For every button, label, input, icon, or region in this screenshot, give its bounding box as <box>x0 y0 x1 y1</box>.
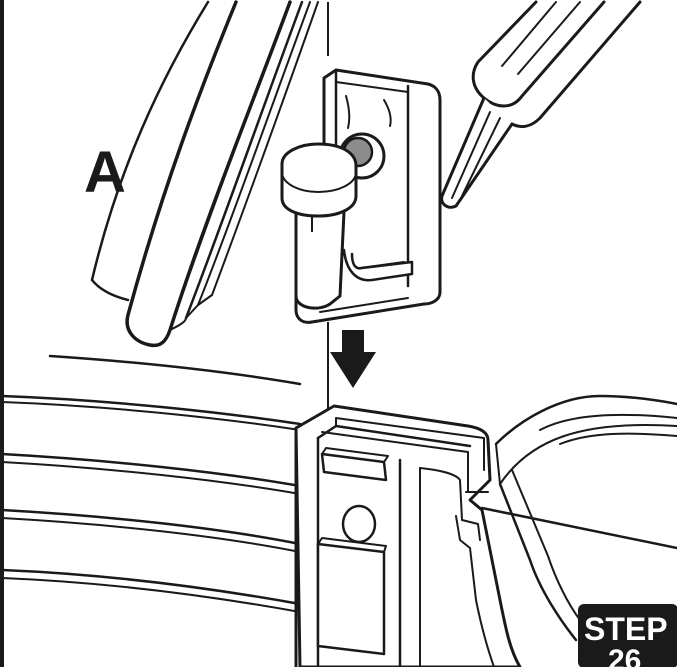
receiving-block <box>294 404 677 667</box>
glue-applicator-icon <box>440 0 642 209</box>
step-number: 26 <box>608 644 641 667</box>
curved-part-a <box>90 0 319 348</box>
base-frame <box>0 354 677 642</box>
step-word: STEP <box>584 611 668 647</box>
step-badge: STEP 26 <box>578 604 677 667</box>
mounting-peg <box>280 142 358 310</box>
part-label-a: A <box>84 140 126 205</box>
arrow-down-icon <box>330 330 376 388</box>
